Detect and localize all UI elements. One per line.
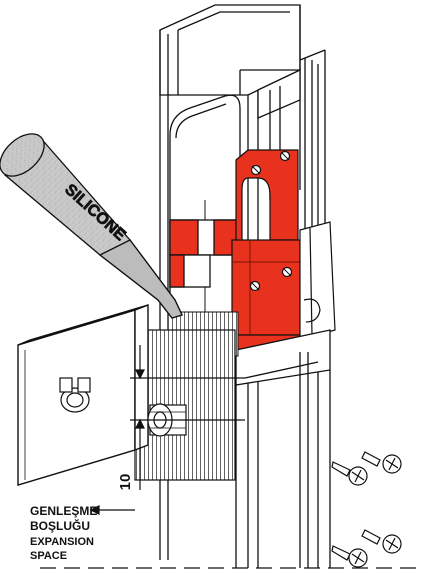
screw-set — [331, 451, 402, 568]
dimension-markers — [89, 345, 245, 515]
callout-line-4: SPACE — [30, 550, 67, 562]
joint-insert — [169, 94, 241, 351]
screw-3 — [331, 545, 368, 568]
lower-mullion — [235, 329, 331, 568]
callout-line-1: GENLEŞME — [30, 504, 97, 518]
red-band-left — [169, 219, 199, 256]
screw-2 — [361, 451, 402, 474]
gap-dimension: 10 — [117, 474, 134, 491]
screw-4 — [361, 529, 402, 554]
callout-line-3: EXPANSION — [30, 536, 94, 548]
callout-line-2: BOŞLUĞU — [30, 518, 90, 533]
red-bracket — [231, 149, 305, 351]
side-flange — [299, 221, 336, 341]
screw-1 — [331, 461, 368, 486]
silicone-tube — [0, 133, 183, 319]
